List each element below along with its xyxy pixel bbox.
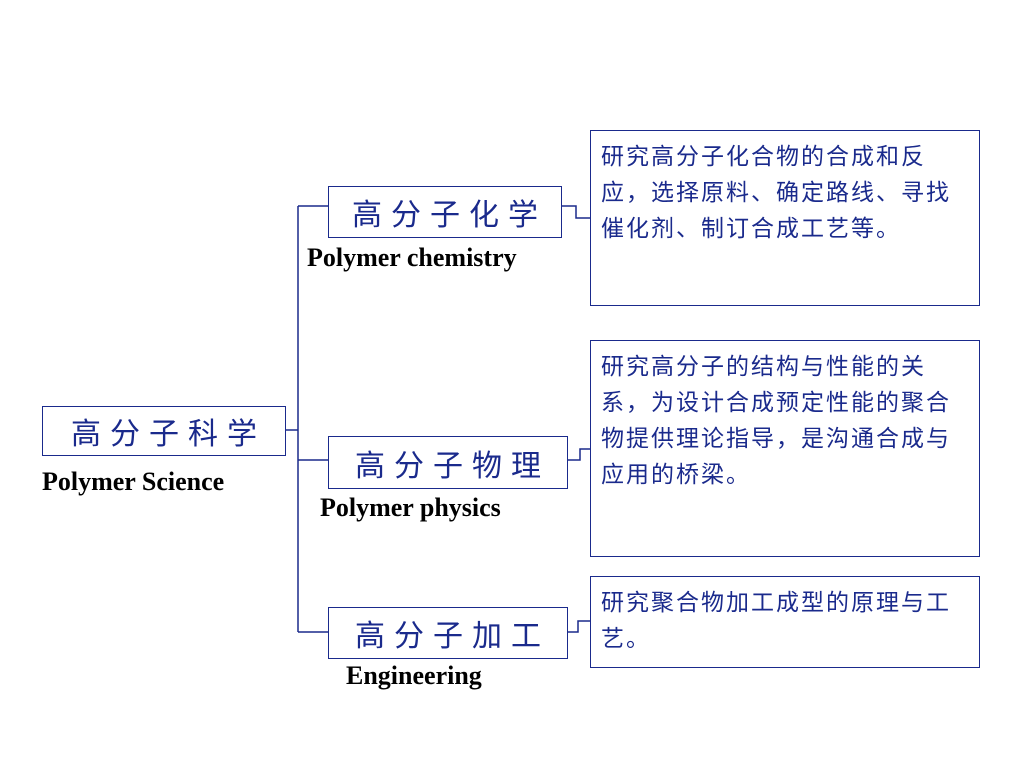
root-title-en: Polymer Science (42, 467, 225, 496)
root-title-cn: 高分子科学 (71, 417, 266, 452)
branch-title-en-engineering: Engineering (346, 661, 482, 690)
desc-connector-chemistry (562, 205, 590, 219)
description-box-chemistry: 研究高分子化合物的合成和反应，选择原料、确定路线、寻找催化剂、制订合成工艺等。 (590, 130, 980, 306)
branch-title-cn: 高分子物理 (355, 448, 550, 484)
branch-title-en-chemistry: Polymer chemistry (307, 243, 517, 272)
description-box-physics: 研究高分子的结构与性能的关系，为设计合成预定性能的聚合物提供理论指导，是沟通合成… (590, 340, 980, 557)
description-box-engineering: 研究聚合物加工成型的原理与工艺。 (590, 576, 980, 668)
branch-title-en-physics: Polymer physics (320, 493, 501, 522)
desc-connector-engineering (568, 620, 590, 633)
branch-title-cn: 高分子化学 (352, 198, 547, 233)
branch-node-physics: 高分子物理 (328, 436, 568, 489)
desc-connector-physics (568, 448, 590, 461)
branch-node-chemistry: 高分子化学 (328, 186, 562, 238)
branch-node-engineering: 高分子加工 (328, 607, 568, 659)
branch-title-cn: 高分子加工 (355, 619, 550, 654)
root-node-box: 高分子科学 (42, 406, 286, 456)
